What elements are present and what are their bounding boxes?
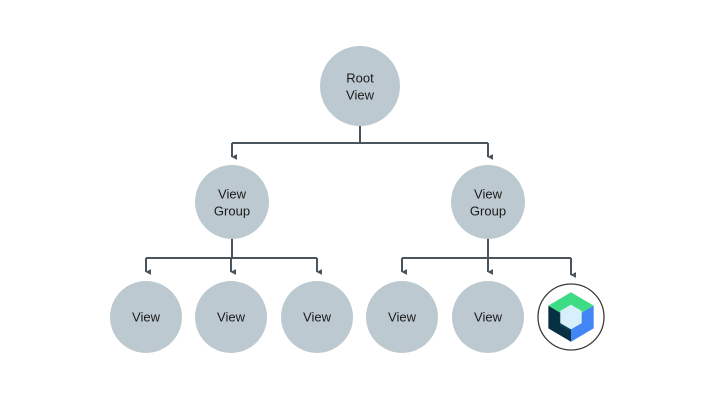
node-root-view-label-line1: Root [346, 70, 374, 85]
node-view-group-right[interactable]: View Group [451, 165, 525, 239]
node-view-group-left[interactable]: View Group [195, 165, 269, 239]
node-circle [451, 165, 525, 239]
node-root-view[interactable]: Root View [320, 46, 400, 126]
node-view-3-label: View [303, 309, 332, 324]
node-view-2-label: View [217, 309, 246, 324]
node-view-group-left-label-line1: View [218, 186, 247, 201]
node-circle [281, 281, 353, 353]
node-circle [452, 281, 524, 353]
node-circle [366, 281, 438, 353]
node-view-3[interactable]: View [281, 281, 353, 353]
node-view-group-right-label-line2: Group [470, 203, 506, 218]
compose-logo-center-hexagon [560, 304, 582, 330]
node-circle [195, 281, 267, 353]
node-view-5[interactable]: View [452, 281, 524, 353]
connector-group [145, 126, 576, 278]
node-circle [195, 165, 269, 239]
node-view-4[interactable]: View [366, 281, 438, 353]
compose-logo-right-face [571, 305, 594, 342]
node-view-group-right-label-line1: View [474, 186, 503, 201]
node-view-1[interactable]: View [110, 281, 182, 353]
node-view-1-label: View [132, 309, 161, 324]
node-root-view-label-line2: View [346, 87, 375, 102]
jetpack-compose-logo [548, 292, 594, 342]
node-circle [320, 46, 400, 126]
node-view-4-label: View [388, 309, 417, 324]
node-view-group-left-label-line2: Group [214, 203, 250, 218]
node-compose[interactable] [537, 283, 605, 351]
node-view-5-label: View [474, 309, 503, 324]
node-circle [110, 281, 182, 353]
node-view-2[interactable]: View [195, 281, 267, 353]
